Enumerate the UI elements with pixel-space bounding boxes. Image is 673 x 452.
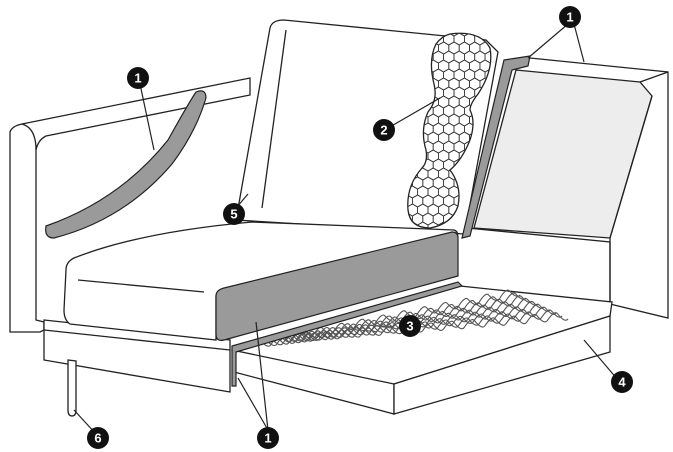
svg-text:3: 3 [406,319,413,334]
honeycomb-cell [485,231,495,243]
honeycomb-cell [438,221,450,228]
spring-row [285,306,557,343]
seat-front-pad [215,231,459,341]
spring-row [297,312,569,342]
leg [67,359,77,417]
leader-lines [73,23,619,435]
callout-1-base: 1 [257,427,279,449]
svg-text:5: 5 [230,207,237,222]
side-panel-unit [467,57,669,319]
callout-2: 2 [373,119,395,141]
svg-text:1: 1 [134,71,141,86]
spring-row [291,309,563,342]
svg-text:1: 1 [264,431,271,446]
callout-5: 5 [223,203,245,225]
callout-4: 4 [611,371,633,393]
callout-3: 3 [399,315,421,337]
callout-6: 6 [87,427,109,449]
armrest-pad [45,90,207,239]
callout-1-armrest: 1 [127,67,149,89]
armrest-frame [9,77,251,393]
honeycomb-cell [496,33,506,45]
honeycomb-cell [496,231,506,243]
svg-text:4: 4 [618,375,626,390]
honeycomb-cell [427,221,439,228]
svg-text:1: 1 [566,10,573,25]
base-rail [231,281,464,387]
svg-text:2: 2 [380,123,387,138]
honeycomb-cell [479,33,491,37]
honeycomb-cell [417,221,429,228]
spring-row [261,295,533,346]
honeycomb-cell [489,33,491,37]
honeycomb-cell [475,231,485,243]
svg-text:6: 6 [94,431,101,446]
callout-1-backrest: 1 [559,6,581,28]
